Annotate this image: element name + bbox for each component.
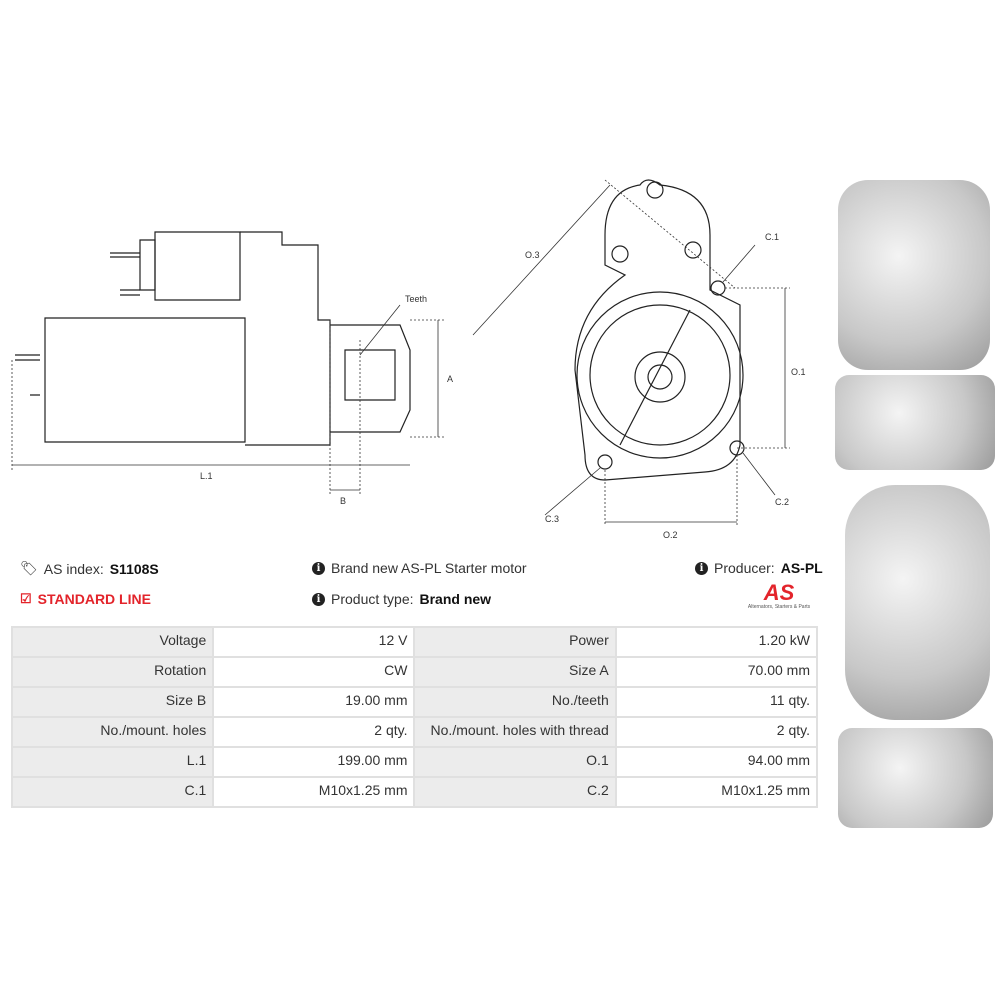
product-photo-rear [845,485,990,720]
description-text: Brand new AS-PL Starter motor [331,560,527,576]
label-b: B [340,496,346,506]
label-c1: C.1 [765,232,779,242]
as-logo: AS Alternators, Starters & Parts [738,580,820,611]
as-index-value: S1108S [109,560,159,577]
spec-label: No./mount. holes [10,716,215,748]
product-photo-side-2 [838,728,993,828]
spec-value: 11 qty. [614,686,819,718]
info-icon: i [312,561,325,575]
spec-label: C.2 [413,776,617,808]
spec-value: M10x1.25 mm [614,776,819,808]
standard-line: ☑ STANDARD LINE [20,591,151,607]
spec-label: Rotation [10,656,215,688]
product-type-label: Product type: [331,591,414,607]
producer-label: Producer: [714,560,775,576]
spec-label: Size A [413,656,617,688]
logo-tagline: Alternators, Starters & Parts [747,604,811,610]
spec-value: 19.00 mm [212,686,416,718]
as-index: 🏷 AS index: S1108S [20,560,159,577]
spec-value: M10x1.25 mm [212,776,416,808]
label-o1: O.1 [791,367,806,377]
as-index-label: AS index: [43,560,104,577]
spec-value: 12 V [212,626,416,658]
spec-label: C.1 [10,776,215,808]
spec-value: 2 qty. [212,716,416,748]
spec-value: 2 qty. [614,716,819,748]
label-teeth: Teeth [405,294,427,304]
info-icon: i [695,561,708,575]
product-photo-side [835,375,995,470]
label-c3: C.3 [545,514,559,524]
product-type: i Product type: Brand new [312,591,491,607]
label-o2: O.2 [663,530,678,540]
front-view-diagram: O.3 C.1 O.1 C.2 O.2 C.3 [472,179,806,540]
info-icon: i [312,592,325,606]
product-type-value: Brand new [419,591,492,607]
spec-label: L.1 [10,746,215,778]
product-photo-front [838,180,990,370]
spec-value: 70.00 mm [614,656,819,688]
spec-value: 199.00 mm [212,746,416,778]
label-c2: C.2 [775,497,789,507]
producer: i Producer: AS-PL [695,560,823,576]
spec-value: 94.00 mm [614,746,819,778]
logo-text: AS [763,580,795,605]
spec-label: No./mount. holes with thread [413,716,617,748]
spec-label: No./teeth [413,686,617,718]
standard-line-label: STANDARD LINE [37,591,151,607]
spec-label: O.1 [413,746,617,778]
checkbox-icon: ☑ [20,591,32,606]
label-o3: O.3 [525,250,540,260]
side-view-diagram: Teeth A B L.1 [11,231,453,506]
producer-value: AS-PL [780,560,823,576]
spec-value: 1.20 kW [614,626,819,658]
spec-label: Voltage [10,626,215,658]
spec-label: Size B [10,686,215,718]
spec-value: CW [212,656,416,688]
tag-icon: 🏷 [20,560,38,576]
description: i Brand new AS-PL Starter motor [312,560,527,576]
label-l1: L.1 [200,471,213,481]
spec-label: Power [413,626,617,658]
label-a: A [447,374,453,384]
